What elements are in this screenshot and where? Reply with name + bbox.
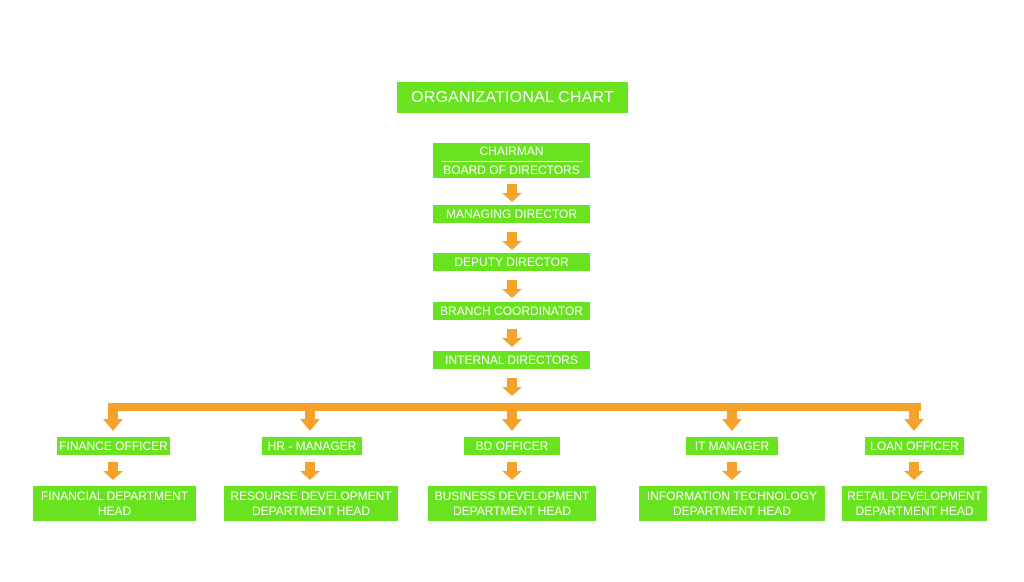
arrow-deputy-to-branch [502, 280, 522, 298]
deputy-director-box: DEPUTY DIRECTOR [433, 253, 590, 271]
resourse-development-head-box: RESOURSE DEVELOPMENT DEPARTMENT HEAD [224, 486, 398, 521]
information-technology-head-box: INFORMATION TECHNOLOGY DEPARTMENT HEAD [639, 486, 825, 521]
arrow-loan-officer-to-head [904, 462, 924, 480]
internal-directors-label: INTERNAL DIRECTORS [445, 352, 578, 367]
financial-department-head-box: FINANCIAL DEPARTMENT HEAD [33, 486, 196, 521]
managing-director-box: MANAGING DIRECTOR [433, 205, 590, 223]
hr-manager-box: HR - MANAGER [262, 437, 362, 455]
information-technology-head-line-2: DEPARTMENT HEAD [672, 503, 792, 518]
arrow-bus-to-finance [103, 407, 123, 431]
branch-coordinator-box: BRANCH COORDINATOR [433, 302, 590, 320]
deputy-director-label: DEPUTY DIRECTOR [454, 254, 569, 269]
arrow-bus-to-hr [300, 407, 320, 431]
managing-director-label: MANAGING DIRECTOR [445, 206, 578, 221]
arrow-finance-officer-to-head [103, 462, 123, 480]
arrow-chairman-to-managing [502, 184, 522, 202]
arrow-bd-officer-to-head [502, 462, 522, 480]
financial-department-head-line-1: FINANCIAL DEPARTMENT [40, 488, 189, 503]
arrow-bus-to-bd [502, 407, 522, 431]
financial-department-head-line-2: HEAD [97, 503, 132, 518]
branch-coordinator-label: BRANCH COORDINATOR [440, 303, 583, 318]
bd-officer-label: BD OFFICER [475, 438, 549, 453]
retail-development-head-line-2: DEPARTMENT HEAD [855, 503, 974, 518]
arrow-managing-to-deputy [502, 232, 522, 250]
retail-development-head-box: RETAIL DEVELOPMENT DEPARTMENT HEAD [842, 486, 987, 521]
information-technology-head-line-1: INFORMATION TECHNOLOGY [646, 488, 818, 503]
arrow-hr-officer-to-head [300, 462, 320, 480]
arrow-bus-to-it [722, 407, 742, 431]
business-development-head-line-1: BUSINESS DEVELOPMENT [434, 488, 590, 503]
finance-officer-label: FINANCE OFFICER [59, 438, 168, 453]
business-development-head-box: BUSINESS DEVELOPMENT DEPARTMENT HEAD [428, 486, 596, 521]
chairman-divider [440, 160, 583, 162]
chairman-box: CHAIRMAN BOARD OF DIRECTORS [433, 143, 590, 178]
loan-officer-box: LOAN OFFICER [865, 437, 964, 455]
chairman-label: CHAIRMAN [479, 143, 544, 158]
arrow-branch-to-internal [502, 329, 522, 347]
retail-development-head-line-1: RETAIL DEVELOPMENT [847, 488, 982, 503]
internal-directors-box: INTERNAL DIRECTORS [433, 351, 590, 369]
finance-officer-box: FINANCE OFFICER [57, 437, 170, 455]
arrow-it-officer-to-head [722, 462, 742, 480]
it-manager-box: IT MANAGER [686, 437, 778, 455]
loan-officer-label: LOAN OFFICER [870, 438, 959, 453]
resourse-development-head-line-1: RESOURSE DEVELOPMENT [230, 488, 392, 503]
hr-manager-label: HR - MANAGER [267, 438, 357, 453]
arrow-bus-to-loan [904, 407, 924, 431]
resourse-development-head-line-2: DEPARTMENT HEAD [251, 503, 371, 518]
chart-title-text: ORGANIZATIONAL CHART [411, 88, 614, 106]
arrow-internal-to-bus [502, 378, 522, 396]
it-manager-label: IT MANAGER [694, 438, 770, 453]
business-development-head-line-2: DEPARTMENT HEAD [452, 503, 572, 518]
bd-officer-box: BD OFFICER [464, 437, 560, 455]
board-of-directors-label: BOARD OF DIRECTORS [443, 162, 580, 177]
chart-title: ORGANIZATIONAL CHART [397, 82, 628, 113]
